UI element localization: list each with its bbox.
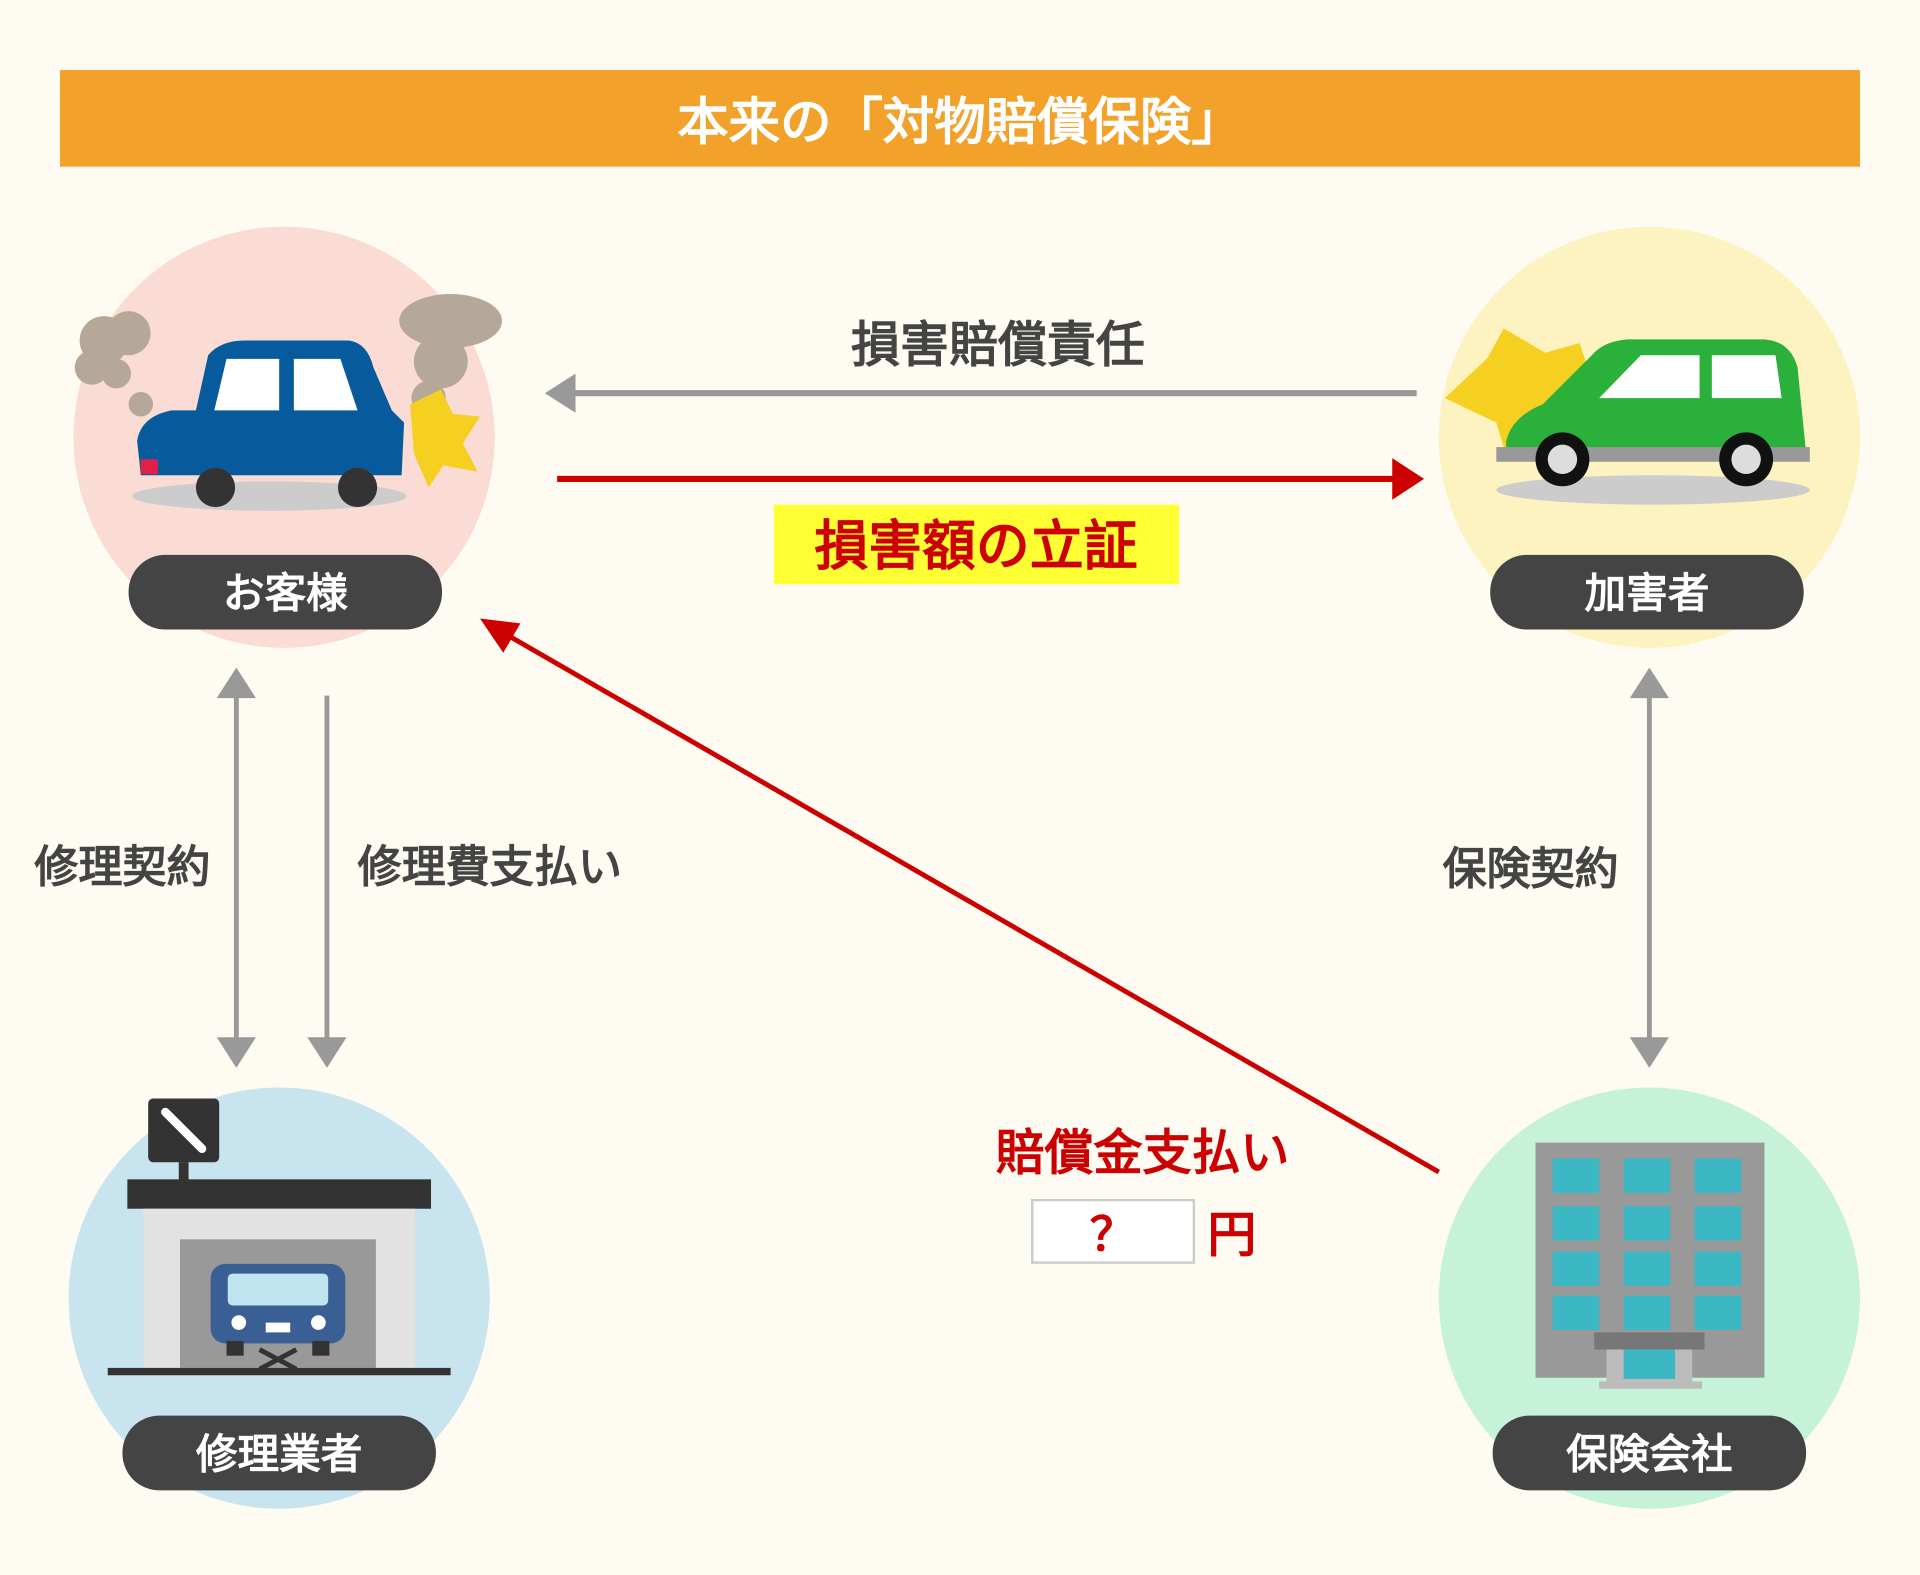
repair-contract-arrow	[216, 667, 256, 1068]
compensation-payment-label: 賠償金支払い	[996, 1125, 1290, 1182]
insurer-label: 保険会社	[1566, 1429, 1733, 1478]
repair-shop-label: 修理業者	[196, 1429, 363, 1478]
insurer-label-pill	[1492, 1415, 1807, 1491]
offender-label-pill	[1490, 554, 1804, 630]
amount-unknown: ？	[1090, 1207, 1137, 1261]
repair-payment-arrow	[307, 695, 347, 1068]
customer-label-pill	[128, 554, 443, 630]
proof-of-damage-arrow	[557, 458, 1425, 500]
offender-car-icon	[1444, 328, 1810, 505]
repair-shop-label-pill	[122, 1415, 436, 1491]
title-banner	[60, 69, 1860, 167]
liability-label: 損害賠償責任	[851, 316, 1145, 373]
repair-contract-label: 修理契約	[34, 842, 210, 893]
liability-arrow	[544, 373, 1417, 413]
offender-label: 加害者	[1584, 569, 1709, 618]
crashed-car-icon	[74, 294, 503, 511]
office-building-icon	[1535, 1142, 1765, 1389]
repair-payment-label: 修理費支払い	[358, 842, 622, 893]
proof-of-damage-label: 損害額の立証	[814, 515, 1137, 578]
insurance-contract-label: 保険契約	[1442, 844, 1618, 895]
customer-label: お客様	[223, 569, 348, 618]
page-title: 本来の「対物賠償保険」	[677, 93, 1242, 153]
yen-label: 円	[1207, 1207, 1256, 1264]
insurance-contract-arrow	[1629, 667, 1669, 1068]
proof-highlight	[773, 504, 1180, 585]
compensation-arrow	[480, 618, 1440, 1175]
wrench-icon	[161, 1107, 207, 1154]
amount-box	[1031, 1198, 1196, 1264]
repair-shop-icon	[107, 1098, 451, 1376]
